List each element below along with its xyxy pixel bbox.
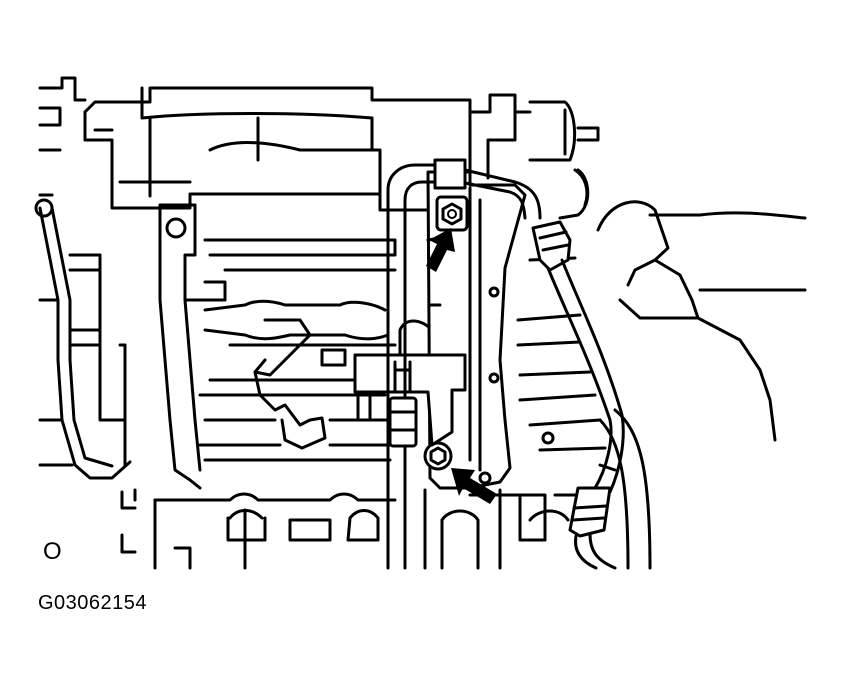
upper-engine-cover <box>83 86 517 212</box>
right-side-housing <box>516 200 807 570</box>
lower-arrow <box>451 468 497 504</box>
right-hose <box>531 220 625 570</box>
pipe-clamp <box>353 353 467 447</box>
left-pipe <box>386 158 542 570</box>
misc-details <box>426 168 589 307</box>
center-left-bracket <box>118 203 227 490</box>
left-side-structure <box>34 76 132 480</box>
upper-bolt <box>435 195 469 232</box>
lower-bolt <box>423 441 453 471</box>
figure-code-label: G03062154 <box>38 592 148 614</box>
corner-marking: O <box>43 538 62 565</box>
left-hose-fitting <box>388 396 418 448</box>
lower-engine-block <box>120 488 582 570</box>
